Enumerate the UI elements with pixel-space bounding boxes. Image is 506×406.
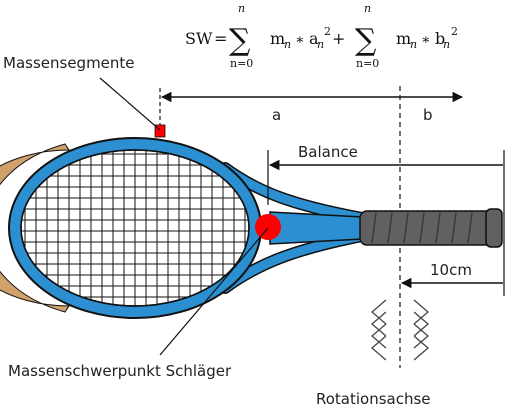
sum2-var-sub: n xyxy=(443,38,450,51)
balance-label: Balance xyxy=(298,143,358,161)
sum1-var-sub: n xyxy=(317,38,324,51)
sum2-m-sub: n xyxy=(410,38,417,51)
distance-b-label: b xyxy=(423,106,433,124)
sum1-symbol: ∑ xyxy=(229,23,251,58)
ten-cm-label: 10cm xyxy=(430,261,472,279)
grip-wrap-lines xyxy=(371,212,473,244)
swing-weight-formula: SW = n ∑ n=0 m n ∗ a n 2 + n ∑ n=0 m n ∗… xyxy=(185,2,458,70)
string-bed-edge xyxy=(20,149,250,307)
sum2-symbol: ∑ xyxy=(355,23,377,58)
sum2-var: b xyxy=(435,29,445,48)
formula-plus: + xyxy=(332,29,345,48)
sum1-lower: n=0 xyxy=(230,57,253,70)
rotation-axis-symbol xyxy=(371,299,429,361)
tennis-racket xyxy=(0,124,503,319)
center-of-mass-label: Massenschwerpunkt Schläger xyxy=(8,362,232,380)
sum1-op: ∗ xyxy=(295,32,305,48)
center-of-mass-dot xyxy=(255,214,281,240)
mass-segment-marker xyxy=(154,124,166,138)
formula-lhs: SW xyxy=(185,29,213,48)
butt-cap xyxy=(485,208,503,248)
sum1-upper: n xyxy=(238,2,245,15)
sum1-m: m xyxy=(270,29,285,48)
sum2-op: ∗ xyxy=(421,32,431,48)
sum1-exp: 2 xyxy=(324,25,331,38)
racket-shaft xyxy=(269,211,363,245)
bumper-guard xyxy=(0,143,70,313)
sum2-exp: 2 xyxy=(451,25,458,38)
rotation-axis-label: Rotationsachse xyxy=(316,390,431,406)
sum1-m-sub: n xyxy=(284,38,291,51)
sum2-upper: n xyxy=(364,2,371,15)
sum2-m: m xyxy=(396,29,411,48)
distance-a-label: a xyxy=(272,106,281,124)
racket-grip xyxy=(359,210,498,246)
mass-segments-pointer xyxy=(99,77,161,131)
sum1-var: a xyxy=(309,29,319,48)
mass-segments-label: Massensegmente xyxy=(3,54,135,72)
center-of-mass-pointer xyxy=(159,227,269,356)
formula-equals: = xyxy=(214,29,227,48)
sum2-lower: n=0 xyxy=(356,57,379,70)
